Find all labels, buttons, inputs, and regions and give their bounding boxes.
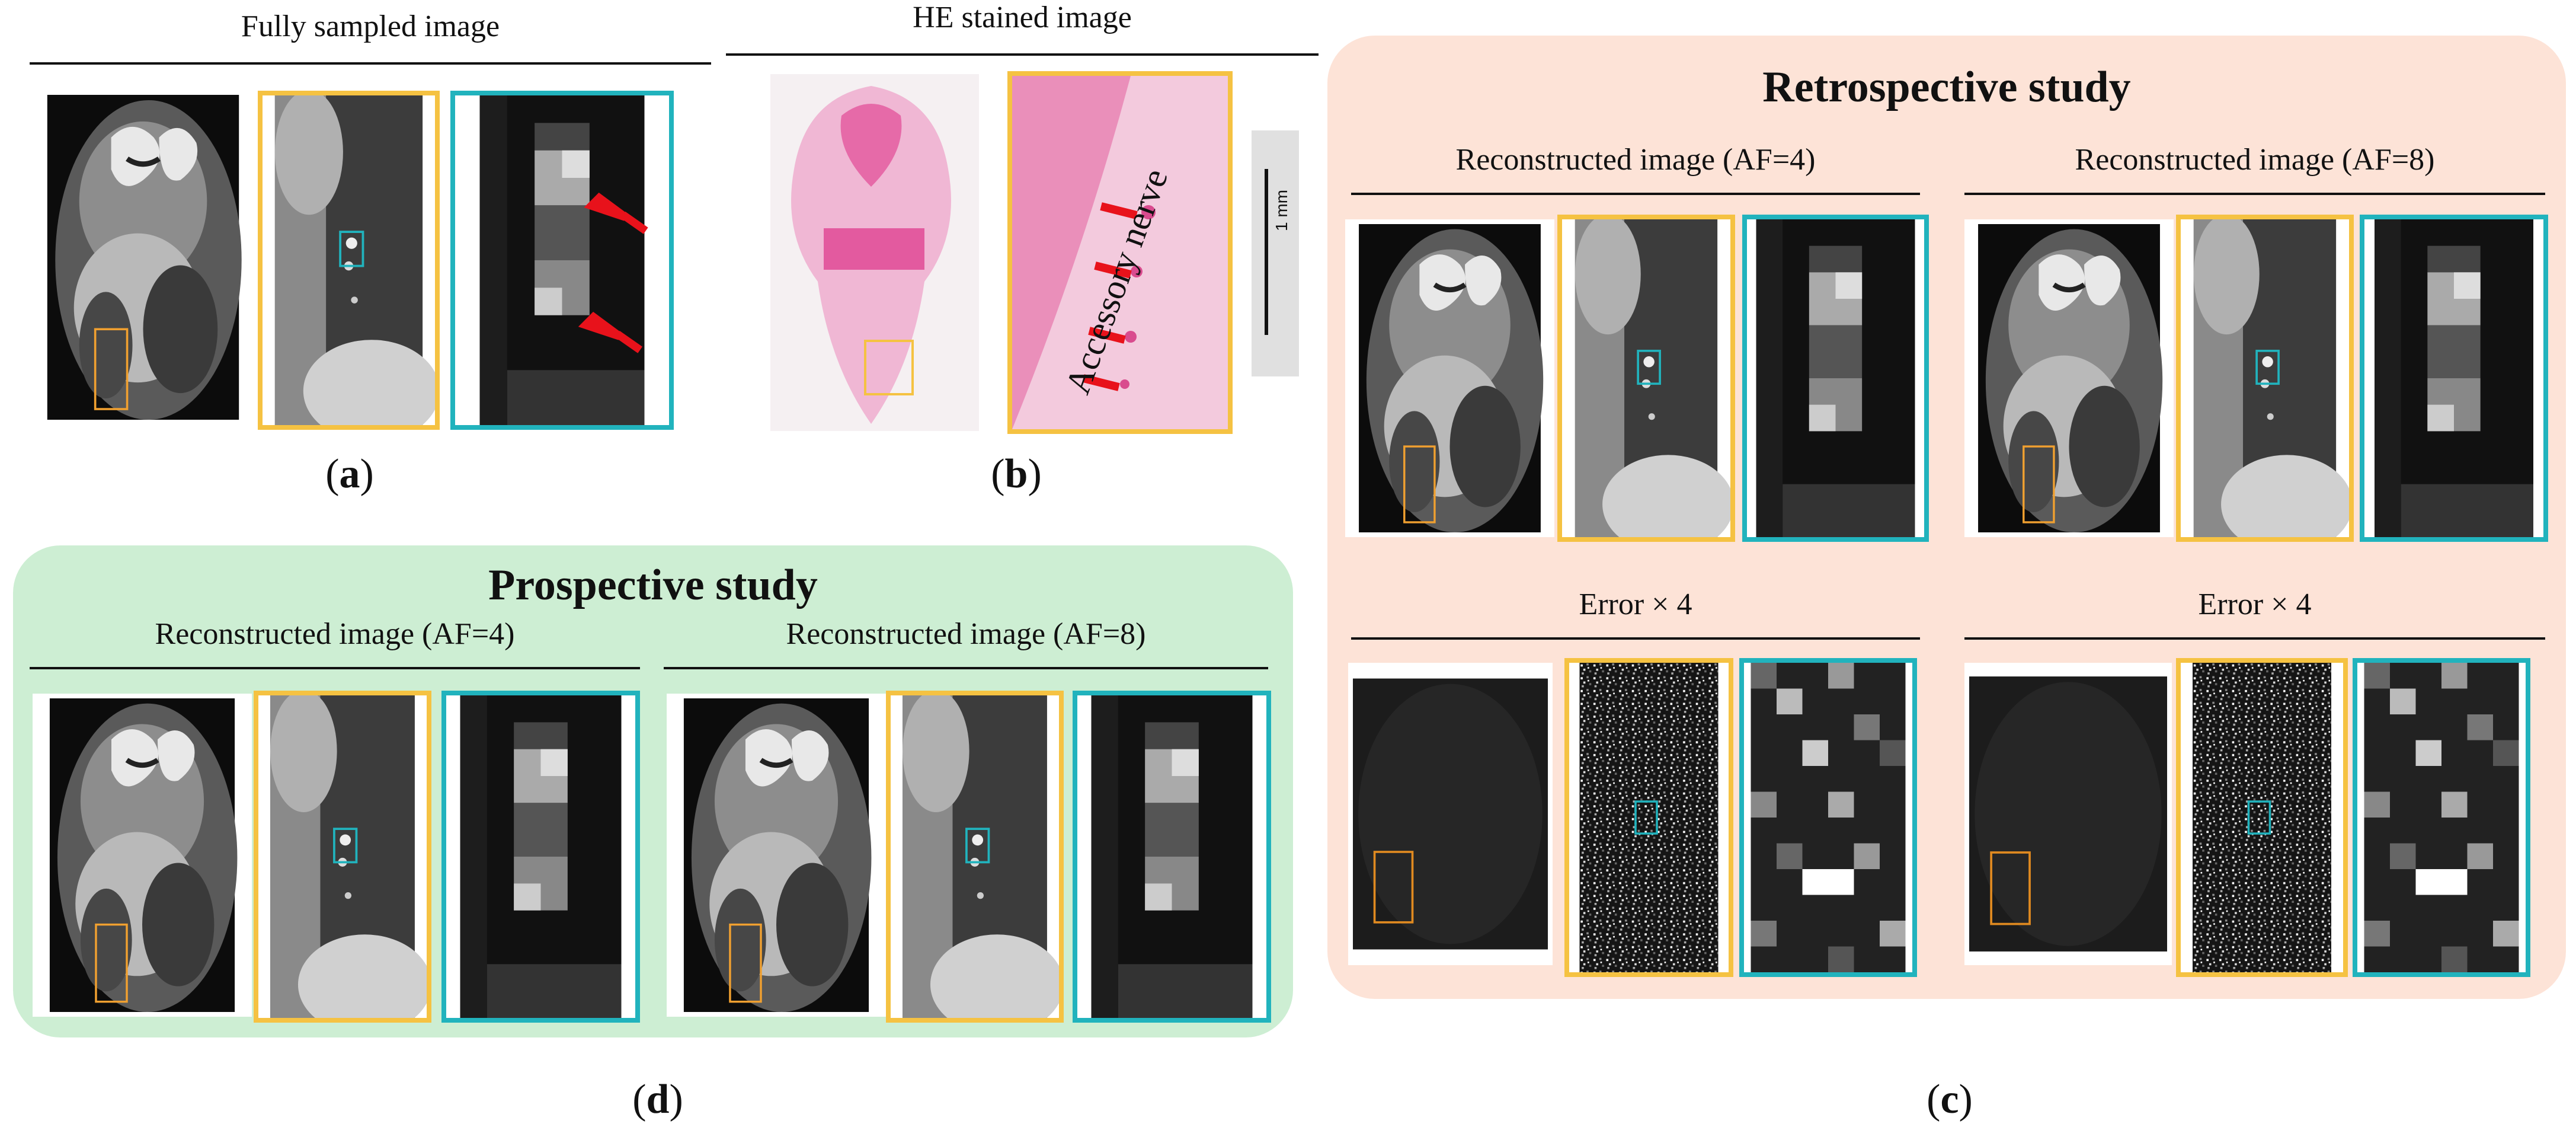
panel-a-closeup-image	[450, 91, 674, 430]
panel-b-label: (b)	[991, 451, 1042, 497]
panel-a-label: (a)	[325, 451, 374, 497]
panel-a-zoom-image	[258, 91, 440, 430]
retro-af4-closeup-image	[1742, 215, 1929, 542]
error-af8-zoom-image	[2176, 658, 2348, 977]
panel-b-rule	[726, 53, 1319, 56]
error-af4-full-image	[1348, 663, 1553, 965]
retro-af4-zoom-image	[1557, 215, 1735, 542]
prosp-af4-full-image	[33, 694, 252, 1017]
arrow-icon	[578, 192, 648, 353]
retro-af8-zoom-image	[2176, 215, 2354, 542]
retro-error-af8-rule	[1964, 637, 2545, 640]
prosp-af8-zoom-image	[886, 691, 1064, 1023]
prosp-af8-closeup-image	[1073, 691, 1271, 1023]
panel-b-stain-zoom: Accessory nerve	[1007, 71, 1233, 434]
retro-error-af4-rule	[1351, 637, 1920, 640]
retro-error-af8-header: Error × 4	[2198, 588, 2312, 621]
retro-af8-full-image	[1964, 219, 2174, 537]
prosp-af4-closeup-image	[441, 691, 640, 1023]
scale-bar-label: 1 mm	[1272, 190, 1291, 231]
panel-a-full-image	[34, 95, 252, 420]
retro-recon-af4-header: Reconstructed image (AF=4)	[1455, 143, 1816, 177]
scale-bar: 1 mm	[1252, 130, 1299, 376]
panel-b-header: HE stained image	[913, 1, 1132, 34]
prosp-af8-full-image	[667, 694, 886, 1017]
prosp-recon-af8-header: Reconstructed image (AF=8)	[786, 617, 1146, 651]
prosp-recon-af8-rule	[664, 667, 1268, 669]
panel-b-stained-section	[770, 74, 979, 431]
prosp-af4-zoom-image	[254, 691, 431, 1023]
panel-a-header: Fully sampled image	[241, 9, 500, 43]
panel-d-label: (d)	[632, 1077, 683, 1122]
retro-recon-af8-header: Reconstructed image (AF=8)	[2075, 143, 2435, 177]
prospective-title: Prospective study	[488, 561, 818, 609]
panel-c-label: (c)	[1927, 1077, 1973, 1122]
retro-recon-af4-rule	[1351, 193, 1920, 195]
retro-error-af4-header: Error × 4	[1579, 588, 1692, 621]
retrospective-title: Retrospective study	[1762, 63, 2131, 111]
panel-a-rule	[30, 62, 711, 65]
error-af8-full-image	[1964, 663, 2172, 965]
error-af4-zoom-image	[1564, 658, 1733, 977]
prosp-recon-af4-header: Reconstructed image (AF=4)	[155, 617, 515, 651]
retro-af8-closeup-image	[2360, 215, 2548, 542]
error-af8-closeup-image	[2353, 658, 2530, 977]
retro-recon-af8-rule	[1964, 193, 2545, 195]
prosp-recon-af4-rule	[30, 667, 640, 669]
retro-af4-full-image	[1345, 219, 1554, 537]
error-af4-closeup-image	[1739, 658, 1917, 977]
